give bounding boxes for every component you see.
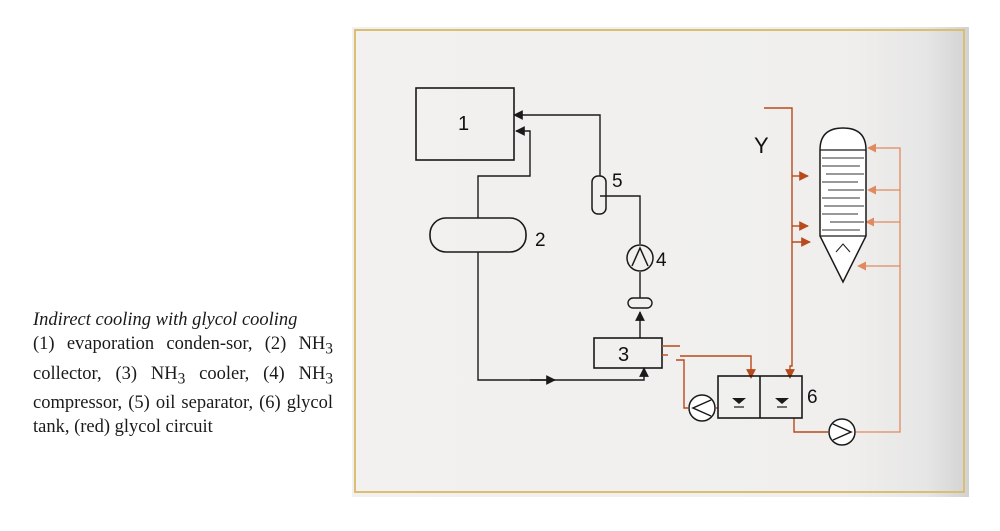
glycol-circuit xyxy=(662,107,811,409)
label-cooler: 3 xyxy=(618,344,629,366)
caption-item-4: compressor, (5) oil separator, (6) glyco… xyxy=(33,393,333,438)
nh3-label-a: NH xyxy=(298,334,326,354)
line-collector-to-condenser xyxy=(477,126,531,218)
label-glycol-tank: 6 xyxy=(807,387,818,408)
line-oil-separator-to-condenser xyxy=(513,110,601,176)
caption-item-1: (1) evaporation conden-sor, (2) xyxy=(33,334,299,354)
glycol-tank xyxy=(717,375,803,419)
glycol-tower-circuit xyxy=(856,143,901,433)
ammonia-circuit xyxy=(477,110,649,385)
caption-body: (1) evaporation conden-sor, (2) NH3 coll… xyxy=(33,332,333,439)
evaporation-condenser xyxy=(415,87,515,161)
cooling-tower xyxy=(819,127,867,284)
nh3-cooler xyxy=(593,337,663,369)
nh3-compressor xyxy=(626,244,654,272)
line-separator-to-compressor xyxy=(600,195,641,244)
nh3-collector xyxy=(429,217,527,253)
label-oil-separator: 5 xyxy=(612,171,623,192)
caption-item-3: cooler, (4) xyxy=(185,363,299,384)
nh3-label-c: NH xyxy=(298,363,326,384)
expansion-valve xyxy=(627,297,653,309)
nh3-subscript-a: 3 xyxy=(325,340,333,358)
line-tank-to-pump xyxy=(793,418,828,433)
line-cooler-to-tank xyxy=(680,355,756,379)
glycol-pump-right xyxy=(828,418,856,446)
figure-caption: Indirect cooling with glycol cooling (1)… xyxy=(33,308,333,439)
nh3-subscript-c: 3 xyxy=(325,370,334,388)
label-compressor: 4 xyxy=(656,250,667,271)
label-condenser: 1 xyxy=(458,113,469,135)
line-tank-pump-inlet xyxy=(676,359,688,409)
nh3-label-b: NH xyxy=(150,363,178,384)
caption-item-2: collector, (3) xyxy=(33,363,151,384)
oil-separator xyxy=(591,175,607,215)
diagram-frame xyxy=(354,29,965,493)
glycol-pump-left xyxy=(688,394,716,422)
label-collector: 2 xyxy=(535,230,546,251)
line-collector-to-cooler xyxy=(477,252,553,381)
label-y-point: Y xyxy=(754,133,769,158)
line-into-cooler xyxy=(553,367,649,381)
line-pump-to-tower-top xyxy=(856,143,901,433)
caption-title: Indirect cooling with glycol cooling xyxy=(33,310,298,330)
line-return-to-tank xyxy=(764,107,795,379)
nh3-subscript-b: 3 xyxy=(177,370,186,388)
